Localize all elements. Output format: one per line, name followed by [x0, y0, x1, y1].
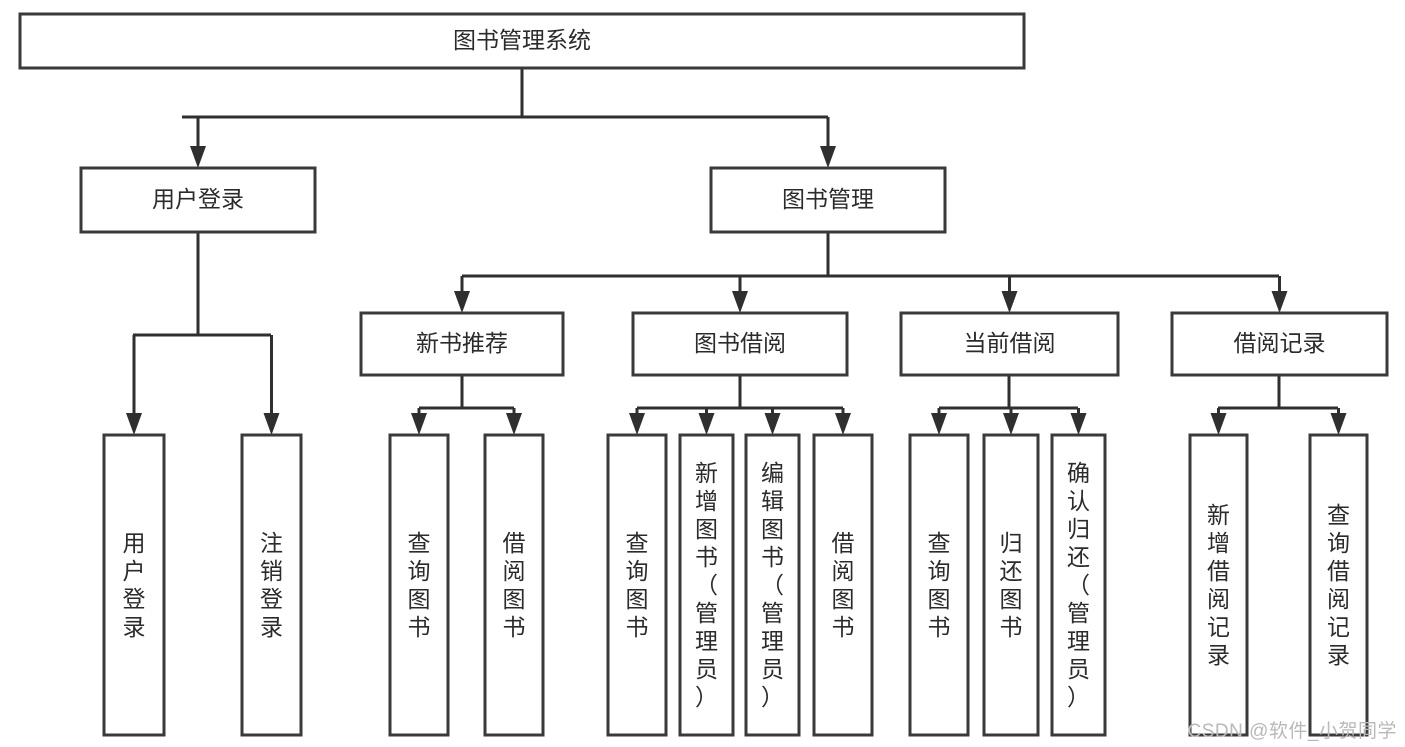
arrow-to-borrow-record [1271, 291, 1288, 313]
arrow-to-leaf-return-book [1003, 413, 1019, 435]
node-box[interactable] [606, 433, 668, 737]
node-label: 查询图书 [928, 530, 951, 640]
node-label: 借阅图书 [832, 530, 855, 640]
connectors-layer [126, 68, 1347, 435]
node-box[interactable] [709, 166, 947, 234]
arrow-to-current-borrow [1001, 291, 1018, 313]
leaf-leaf-query-record[interactable]: 查询借阅记录 [1308, 433, 1369, 737]
node-box[interactable] [1170, 311, 1389, 377]
node-book-borrow[interactable]: 图书借阅 [631, 311, 849, 377]
leaf-leaf-edit-book[interactable]: 编辑图书（管理员） [744, 433, 801, 737]
arrow-to-leaf-edit-book [764, 413, 781, 435]
node-label: 归还图书 [1000, 530, 1023, 640]
node-book-manage[interactable]: 图书管理 [709, 166, 947, 234]
leaf-leaf-query-book-1[interactable]: 查询图书 [388, 433, 450, 737]
node-box[interactable] [18, 12, 1026, 70]
node-box[interactable] [483, 433, 545, 737]
arrow-to-leaf-user-login [126, 413, 142, 435]
node-label: 新增借阅记录 [1207, 502, 1230, 668]
node-label: 注销登录 [260, 530, 283, 640]
node-label: 当前借阅 [964, 330, 1056, 356]
node-box[interactable] [1188, 433, 1249, 737]
leaf-leaf-add-book[interactable]: 新增图书（管理员） [678, 433, 735, 737]
node-label: 图书借阅 [694, 330, 786, 356]
arrow-to-leaf-confirm-return [1070, 413, 1087, 435]
node-label: 图书管理 [782, 186, 874, 212]
arrow-to-leaf-query-record [1330, 413, 1347, 435]
node-root[interactable]: 图书管理系统 [18, 12, 1026, 70]
node-label: 查询图书 [408, 530, 431, 640]
arrow-to-leaf-borrow-book-1 [506, 413, 522, 435]
arrow-to-leaf-add-record [1210, 413, 1227, 435]
leaf-leaf-user-logout[interactable]: 注销登录 [240, 433, 303, 737]
node-label: 确认归还（管理员） [1067, 460, 1090, 710]
node-box[interactable] [388, 433, 450, 737]
node-label: 借阅图书 [503, 530, 526, 640]
arrow-to-leaf-query-book-1 [411, 413, 427, 435]
nodes-layer: 图书管理系统用户登录图书管理新书推荐图书借阅当前借阅借阅记录用户登录注销登录查询… [18, 12, 1389, 737]
leaf-leaf-query-book-3[interactable]: 查询图书 [908, 433, 970, 737]
node-label: 新书推荐 [416, 330, 508, 356]
node-box[interactable] [908, 433, 970, 737]
node-label: 编辑图书（管理员） [761, 460, 784, 710]
node-box[interactable] [678, 433, 735, 737]
node-label: 用户登录 [123, 530, 146, 640]
arrow-to-new-book-rec [454, 291, 470, 313]
node-box[interactable] [631, 311, 849, 377]
node-label: 查询图书 [626, 530, 649, 640]
node-label: 借阅记录 [1234, 330, 1326, 356]
arrow-to-leaf-user-logout [263, 413, 280, 435]
leaf-leaf-user-login[interactable]: 用户登录 [102, 433, 166, 737]
node-user-login[interactable]: 用户登录 [79, 166, 317, 234]
arrow-to-leaf-query-book-2 [629, 413, 645, 435]
node-label: 查询借阅记录 [1327, 502, 1350, 668]
node-label: 新增图书（管理员） [695, 460, 718, 710]
node-box[interactable] [982, 433, 1040, 737]
arrow-to-leaf-borrow-book-2 [835, 413, 851, 435]
node-new-book-rec[interactable]: 新书推荐 [359, 311, 565, 377]
arrow-to-leaf-query-book-3 [931, 413, 947, 435]
leaf-leaf-query-book-2[interactable]: 查询图书 [606, 433, 668, 737]
node-borrow-record[interactable]: 借阅记录 [1170, 311, 1389, 377]
node-box[interactable] [1050, 433, 1107, 737]
node-box[interactable] [744, 433, 801, 737]
node-box[interactable] [102, 433, 166, 737]
node-label: 图书管理系统 [453, 27, 591, 53]
node-box[interactable] [359, 311, 565, 377]
node-box[interactable] [1308, 433, 1369, 737]
arrow-to-user-login [190, 146, 206, 168]
node-box[interactable] [899, 311, 1120, 377]
leaf-leaf-return-book[interactable]: 归还图书 [982, 433, 1040, 737]
leaf-leaf-borrow-book-1[interactable]: 借阅图书 [483, 433, 545, 737]
arrow-to-book-manage [820, 146, 836, 168]
node-box[interactable] [240, 433, 303, 737]
node-current-borrow[interactable]: 当前借阅 [899, 311, 1120, 377]
leaf-leaf-confirm-return[interactable]: 确认归还（管理员） [1050, 433, 1107, 737]
arrow-to-book-borrow [732, 291, 748, 313]
leaf-leaf-borrow-book-2[interactable]: 借阅图书 [812, 433, 874, 737]
leaf-leaf-add-record[interactable]: 新增借阅记录 [1188, 433, 1249, 737]
node-box[interactable] [79, 166, 317, 234]
node-label: 用户登录 [152, 186, 244, 212]
csdn-watermark: CSDN @软件_小贺同学 [1187, 721, 1397, 742]
arrow-to-leaf-add-book [698, 413, 715, 435]
node-box[interactable] [812, 433, 874, 737]
